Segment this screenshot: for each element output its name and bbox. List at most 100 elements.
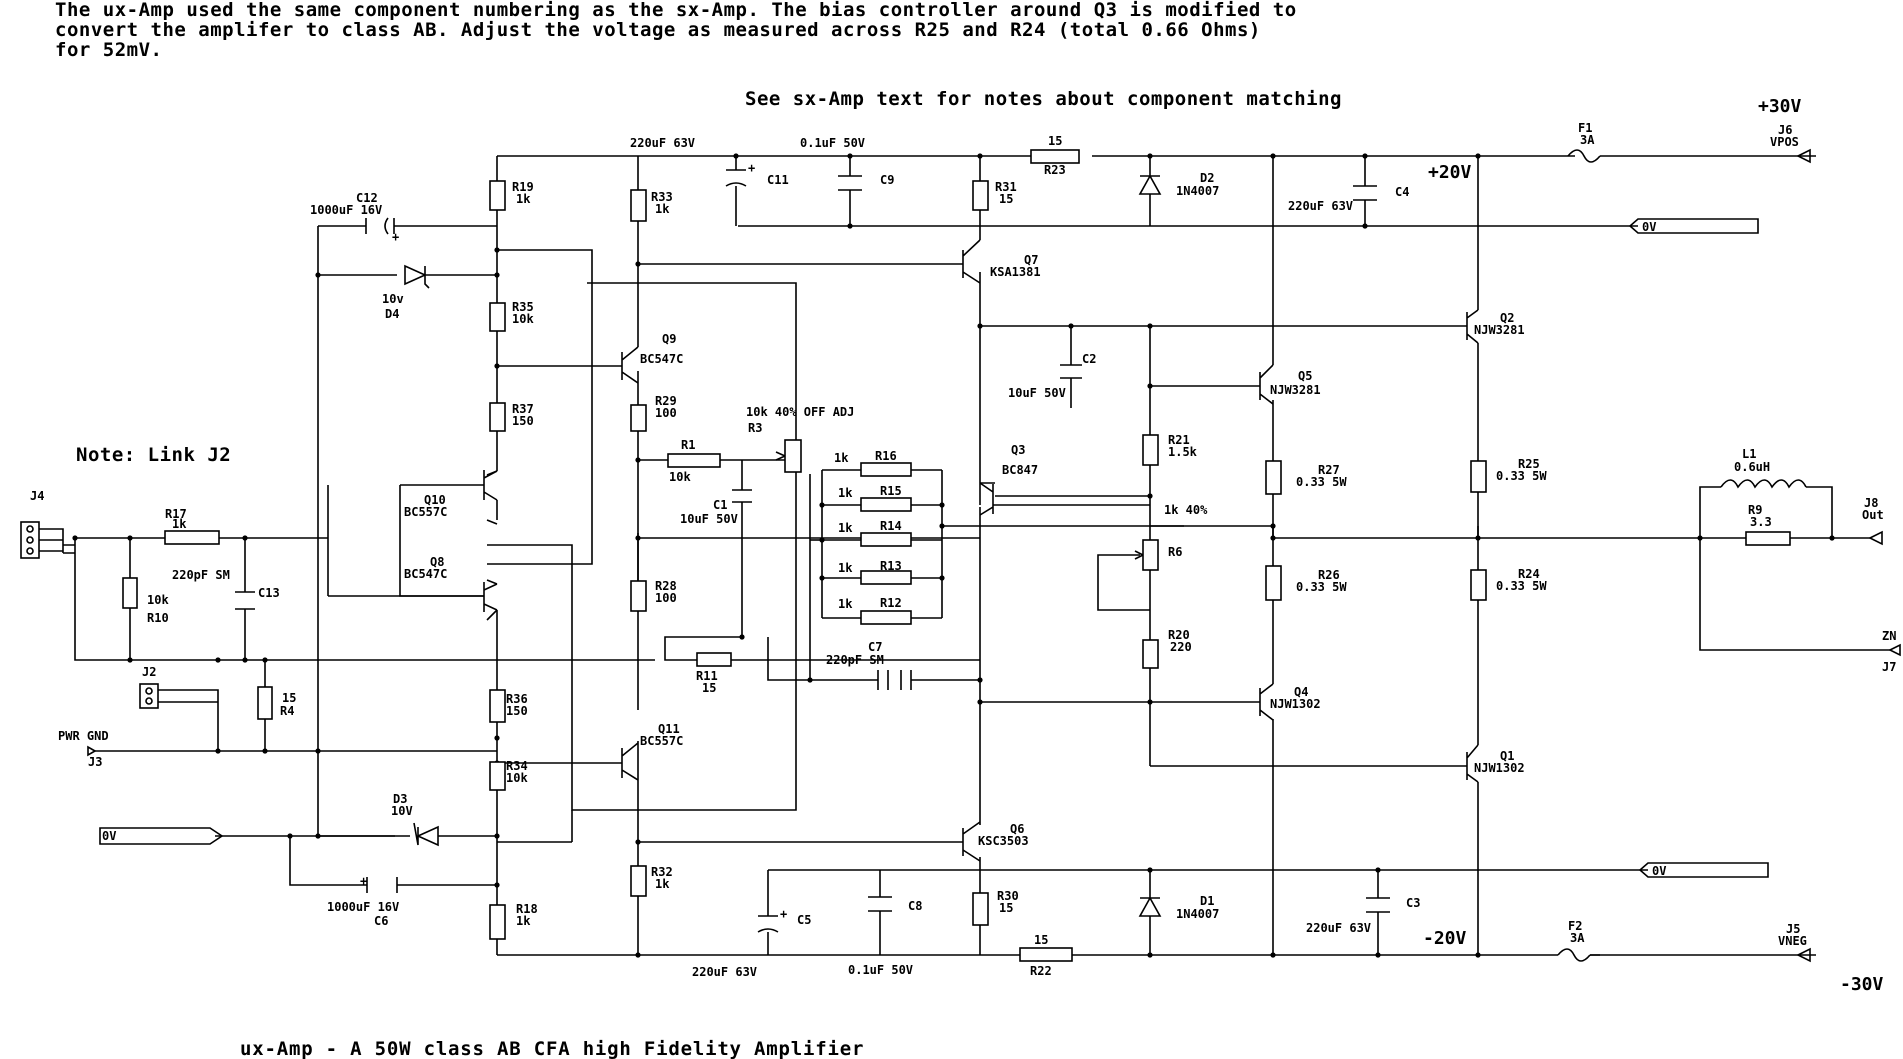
component-label-resistors-r13: R13: [880, 559, 902, 573]
resistor-r24: [1470, 569, 1487, 601]
label-l1: L1: [1742, 447, 1756, 461]
diode-d3: [413, 822, 439, 847]
transistor-q10: [400, 470, 498, 501]
component-label-resistors-r31: R31: [995, 180, 1017, 194]
component-label-resistors-r22-val: 15: [1034, 933, 1048, 947]
component-label-resistors-r16: R16: [875, 449, 897, 463]
component-label-diodes-d2: D2: [1200, 171, 1214, 185]
capacitor-c9: [838, 175, 862, 191]
component-label-transistors-q11: Q11: [658, 722, 680, 736]
capacitor-c4: [1353, 185, 1377, 201]
svg-text:+: +: [392, 230, 399, 244]
label-zn: ZN: [1882, 629, 1896, 643]
connector-symbols: [20, 148, 1901, 963]
capacitor-c1: [732, 489, 752, 503]
diode-d1: [1138, 896, 1162, 917]
component-label-diodes-d4: D4: [385, 307, 399, 321]
label-f1-val: 3A: [1580, 133, 1595, 147]
component-label-capacitors-c9: C9: [880, 173, 894, 187]
resistor-r16: [860, 462, 912, 477]
note-matching: See sx-Amp text for notes about componen…: [745, 88, 1342, 110]
component-label-resistors-r27: R27: [1318, 463, 1340, 477]
resistor-r32: [630, 865, 647, 897]
resistor-r25: [1470, 460, 1487, 493]
component-label-resistors-r20-val: 220: [1170, 640, 1192, 654]
wires: [63, 155, 1890, 956]
component-label-capacitors-c5-val: 220uF 63V: [692, 965, 757, 979]
resistor-r23: [1030, 149, 1080, 164]
resistor-r12: [860, 610, 912, 625]
component-label-resistors-r9: R9: [1748, 503, 1762, 517]
label-j4: J4: [30, 489, 44, 503]
diode-d2: [1138, 174, 1162, 195]
component-label-resistors-r34: R34: [506, 759, 528, 773]
component-label-resistors-r11: R11: [696, 669, 718, 683]
component-label-resistors-r4: R4: [280, 704, 294, 718]
component-label-capacitors-c12: C12: [356, 191, 378, 205]
connector-j5-pin: [1796, 947, 1816, 963]
component-label-transistors-q5: Q5: [1298, 369, 1312, 383]
inductor-l1: [1720, 479, 1807, 489]
component-label-transistors-q3: Q3: [1011, 443, 1025, 457]
resistor-r29: [630, 404, 647, 432]
component-label-resistors-r24: R24: [1518, 567, 1540, 581]
component-label-transistors-q9: Q9: [662, 332, 676, 346]
component-label-resistors-r31-val: 15: [999, 192, 1013, 206]
resistor-r21: [1142, 434, 1159, 466]
component-label-capacitors-c12-val: 1000uF 16V: [310, 203, 382, 217]
component-label-transistors-q10: Q10: [424, 493, 446, 507]
fuse-symbols: [1557, 149, 1601, 962]
note-link-j2: Note: Link J2: [76, 444, 231, 466]
transistor-symbols: [328, 239, 1479, 862]
component-label-diodes-d1: D1: [1200, 894, 1214, 908]
junction-dots: [72, 153, 1835, 958]
component-label-resistors-r10-val: 10k: [147, 593, 169, 607]
resistor-r9: [1745, 531, 1791, 546]
component-label-resistors-r15-val: 1k: [838, 486, 853, 500]
component-label-capacitors-c8-val: 0.1uF 50V: [848, 963, 913, 977]
label-0v-top: 0V: [1642, 220, 1656, 234]
component-label-resistors-r35-val: 10k: [512, 312, 534, 326]
component-label-transistors-q2-val: NJW3281: [1474, 323, 1525, 337]
capacitor-c2: [1060, 364, 1082, 379]
component-label-resistors-r20: R20: [1168, 628, 1190, 642]
label-l1-val: 0.6uH: [1734, 460, 1770, 474]
component-label-capacitors-c5: C5: [797, 913, 811, 927]
component-label-capacitors-c9-val: 0.1uF 50V: [800, 136, 865, 150]
component-label-resistors-r15: R15: [880, 484, 902, 498]
component-label-capacitors-c4: C4: [1395, 185, 1409, 199]
component-label-transistors-q4-val: NJW1302: [1270, 697, 1321, 711]
component-label-resistors-r26-val: 0.33 5W: [1296, 580, 1347, 594]
component-label-capacitors-c3-val: 220uF 63V: [1306, 921, 1371, 935]
component-label-resistors-r22: R22: [1030, 964, 1052, 978]
resistor-r17: [164, 530, 220, 545]
component-label-capacitors-c11-val: 220uF 63V: [630, 136, 695, 150]
component-label-resistors-r12-val: 1k: [838, 597, 853, 611]
capacitor-c5: [757, 915, 779, 933]
resistor-r36: [489, 689, 506, 723]
component-label-transistors-q6: Q6: [1010, 822, 1024, 836]
component-label-resistors-r4-val: 15: [282, 691, 296, 705]
ground-flags: [99, 218, 1769, 878]
label-j3: J3: [88, 755, 102, 769]
component-label-resistors-r6-val: 1k 40%: [1164, 503, 1208, 517]
component-label-resistors-r13-val: 1k: [838, 561, 853, 575]
label-f1: F1: [1578, 121, 1592, 135]
component-label-transistors-q9-val: BC547C: [640, 352, 683, 366]
resistor-r31: [972, 180, 989, 211]
diode-symbols: [404, 174, 1162, 917]
component-label-resistors-r14-val: 1k: [838, 521, 853, 535]
component-label-resistors-r9-val: 3.3: [1750, 515, 1772, 529]
component-label-resistors-r3: R3: [748, 421, 762, 435]
transistor-q2: [1466, 309, 1479, 344]
component-label-resistors-r17-val: 1k: [172, 517, 187, 531]
component-label-resistors-r37-val: 150: [512, 414, 534, 428]
component-label-diodes-d3: D3: [393, 792, 407, 806]
component-label-resistors-r25-val: 0.33 5W: [1496, 469, 1547, 483]
resistor-r37: [489, 402, 506, 432]
capacitor-c6: [366, 877, 398, 893]
note-line-2: convert the amplifer to class AB. Adjust…: [55, 19, 1261, 41]
svg-text:+: +: [748, 161, 755, 175]
